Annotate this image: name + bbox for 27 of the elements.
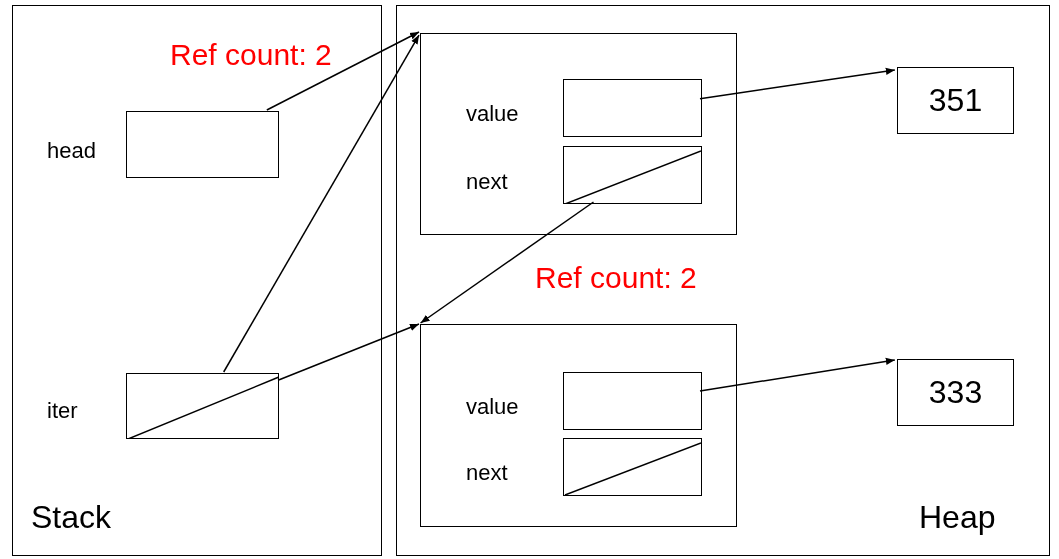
arrow xyxy=(699,67,896,100)
field-label: head xyxy=(47,140,96,162)
panel-title: Heap xyxy=(919,501,996,533)
field-label: next xyxy=(466,171,508,193)
field-label: next xyxy=(466,462,508,484)
list-node-box xyxy=(420,33,737,235)
arrow xyxy=(266,31,420,111)
value-box xyxy=(897,359,1014,426)
variable-cell xyxy=(126,111,279,178)
field-label: value xyxy=(466,103,519,125)
value-text: 333 xyxy=(927,376,984,408)
field-label: value xyxy=(466,396,519,418)
arrow xyxy=(222,34,420,373)
value-text: 351 xyxy=(927,84,984,116)
arrow xyxy=(419,201,595,324)
field-cell xyxy=(563,79,702,137)
ref-count-label: Ref count: 2 xyxy=(170,40,332,70)
value-box xyxy=(897,67,1014,134)
heap-panel xyxy=(396,5,1050,556)
stack-panel xyxy=(12,5,382,556)
arrow xyxy=(699,357,896,392)
panel-title: Stack xyxy=(31,501,112,533)
ref-count-label: Ref count: 2 xyxy=(535,263,697,293)
field-cell xyxy=(563,372,702,430)
arrow xyxy=(277,323,420,381)
list-node-box xyxy=(420,324,737,527)
field-label: iter xyxy=(47,400,78,422)
